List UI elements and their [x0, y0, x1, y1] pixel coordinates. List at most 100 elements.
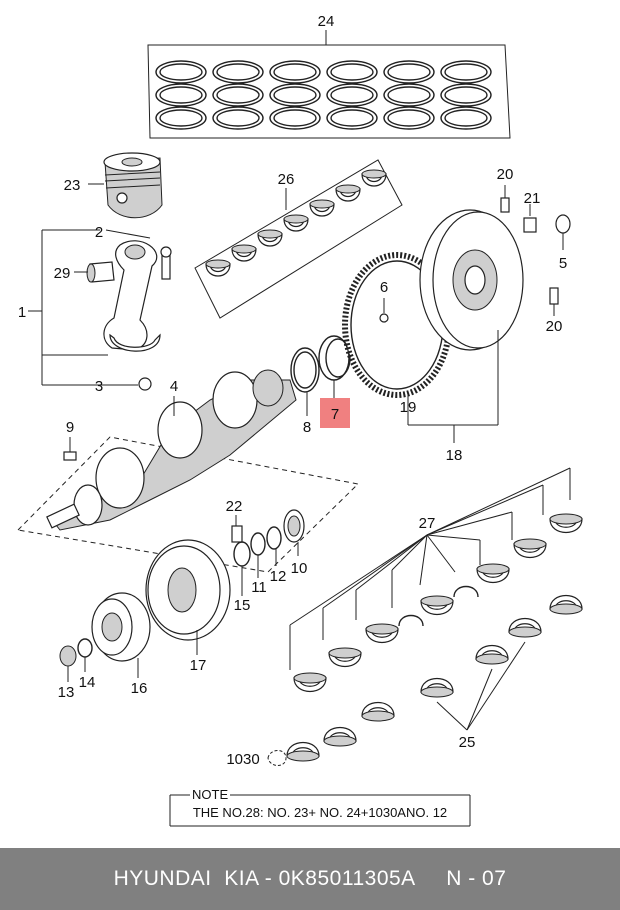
label-13: 13: [58, 684, 75, 701]
piston-ring-inner: [159, 86, 203, 104]
piston-ring-inner: [216, 86, 260, 104]
label-27: 27: [419, 515, 436, 532]
piston-ring-inner: [330, 63, 374, 81]
piston-ring-inner: [216, 63, 260, 81]
bearing-shell: [475, 645, 509, 665]
bearing-shell: [328, 647, 362, 667]
label-4: 4: [170, 378, 178, 395]
piston-ring: [269, 60, 321, 84]
label-1: 1: [18, 304, 26, 321]
note-box: NOTE THE NO.28: NO. 23+ NO. 24+1030ANO. …: [169, 787, 471, 827]
piston-ring-set-group: [147, 30, 511, 139]
label-2: 2: [95, 224, 103, 241]
main-bearing-set-26: [194, 159, 403, 319]
label-24: 24: [318, 13, 335, 30]
bearing-shell: [361, 169, 387, 187]
label-8: 8: [303, 419, 311, 436]
label-1030: 1030: [226, 751, 259, 768]
bearing-shell: [549, 513, 583, 533]
label-10: 10: [291, 560, 308, 577]
label-16: 16: [131, 680, 148, 697]
piston-ring: [212, 60, 264, 84]
piston-ring-inner: [444, 109, 488, 127]
flywheel-bolts: [500, 185, 571, 316]
bearing-shell: [476, 563, 510, 583]
piston: [88, 152, 163, 219]
piston-ring-inner: [159, 63, 203, 81]
flywheel: [379, 209, 524, 443]
bearing-shell: [205, 259, 231, 277]
bearing-shell: [513, 538, 547, 558]
footer-bar: HYUNDAI KIA - 0K85011305A N - 07: [0, 848, 620, 910]
label-17: 17: [190, 657, 207, 674]
bearing-shell: [286, 742, 320, 762]
footer-part-number: HYUNDAI KIA - 0K85011305A N - 07: [113, 867, 507, 890]
label-20-top: 20: [497, 166, 514, 183]
piston-ring-inner: [159, 109, 203, 127]
crank-pulley-16: [59, 592, 151, 682]
piston-ring-set-box: [147, 44, 511, 139]
piston-ring: [440, 106, 492, 130]
bearing-shells-27: [286, 513, 583, 762]
bearing-shell: [293, 672, 327, 692]
bearing-box-26: [194, 159, 403, 319]
label-29: 29: [54, 265, 71, 282]
bearing-shell: [508, 618, 542, 638]
label-5: 5: [559, 255, 567, 272]
label-21: 21: [524, 190, 541, 207]
thrust-washer: [453, 585, 479, 598]
note-text: THE NO.28: NO. 23+ NO. 24+1030ANO. 12: [193, 805, 447, 820]
label-23: 23: [64, 177, 81, 194]
bearing-shells-26: [205, 169, 387, 277]
highlight-part-7: [320, 398, 350, 428]
label-20-bottom: 20: [546, 318, 563, 335]
label-14: 14: [79, 674, 96, 691]
label-18: 18: [446, 447, 463, 464]
thrust-washer: [398, 614, 424, 627]
bearing-shell: [549, 595, 583, 615]
bearing-shell: [420, 678, 454, 698]
piston-ring: [383, 106, 435, 130]
dowel-pin-9: [63, 437, 77, 461]
piston-ring: [269, 83, 321, 107]
piston-ring-inner: [387, 86, 431, 104]
piston-ring-inner: [330, 109, 374, 127]
bearing-leader-lines-27: [289, 467, 571, 731]
piston-rings: [155, 60, 492, 130]
piston-ring-inner: [330, 86, 374, 104]
parts-diagram: 24 23 26 20 21 2 29 1 5 6 20 3 4 7 8 19 …: [16, 13, 583, 827]
bearing-shell: [365, 623, 399, 643]
piston-ring: [212, 106, 264, 130]
bearing-shell: [335, 184, 361, 202]
label-12: 12: [270, 568, 287, 585]
label-25: 25: [459, 734, 476, 751]
bearing-shell: [361, 702, 395, 722]
damper-pulley-17: [145, 539, 231, 655]
piston-ring: [326, 60, 378, 84]
bearing-shell: [257, 229, 283, 247]
piston-ring: [383, 83, 435, 107]
bearing-shell: [231, 244, 257, 262]
label-11: 11: [251, 579, 267, 596]
connecting-rod: [28, 229, 172, 391]
clip-1030: [267, 750, 287, 766]
label-26: 26: [278, 171, 295, 188]
piston-ring: [155, 106, 207, 130]
piston-ring-inner: [444, 86, 488, 104]
piston-ring-inner: [216, 109, 260, 127]
label-6: 6: [380, 279, 388, 296]
crankshaft: [16, 369, 360, 573]
piston-ring-inner: [273, 109, 317, 127]
piston-ring: [440, 60, 492, 84]
note-title: NOTE: [192, 787, 228, 802]
label-3: 3: [95, 378, 103, 395]
piston-ring: [155, 83, 207, 107]
bearing-shell: [420, 595, 454, 615]
piston-ring-inner: [387, 63, 431, 81]
piston-ring-inner: [273, 86, 317, 104]
piston-ring: [383, 60, 435, 84]
piston-ring: [326, 106, 378, 130]
piston-ring-inner: [273, 63, 317, 81]
label-22: 22: [226, 498, 243, 515]
label-9: 9: [66, 419, 74, 436]
